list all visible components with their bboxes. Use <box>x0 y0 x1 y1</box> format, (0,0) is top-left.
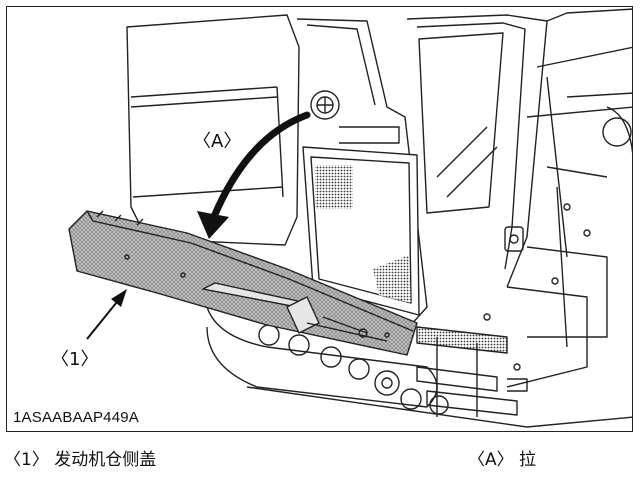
illustration-frame: 〈A〉 〈1〉 1ASAABAAP449A <box>6 6 633 432</box>
figure-id: 1ASAABAAP449A <box>13 409 140 426</box>
combine-harvester-line-drawing <box>68 8 632 428</box>
callout-label-1: 〈1〉 <box>51 349 99 370</box>
caption-part: 〈1〉 发动机仓侧盖 <box>4 450 157 470</box>
caption-action: 〈A〉 拉 <box>468 450 537 470</box>
callout-label-a: 〈A〉 <box>193 131 242 152</box>
